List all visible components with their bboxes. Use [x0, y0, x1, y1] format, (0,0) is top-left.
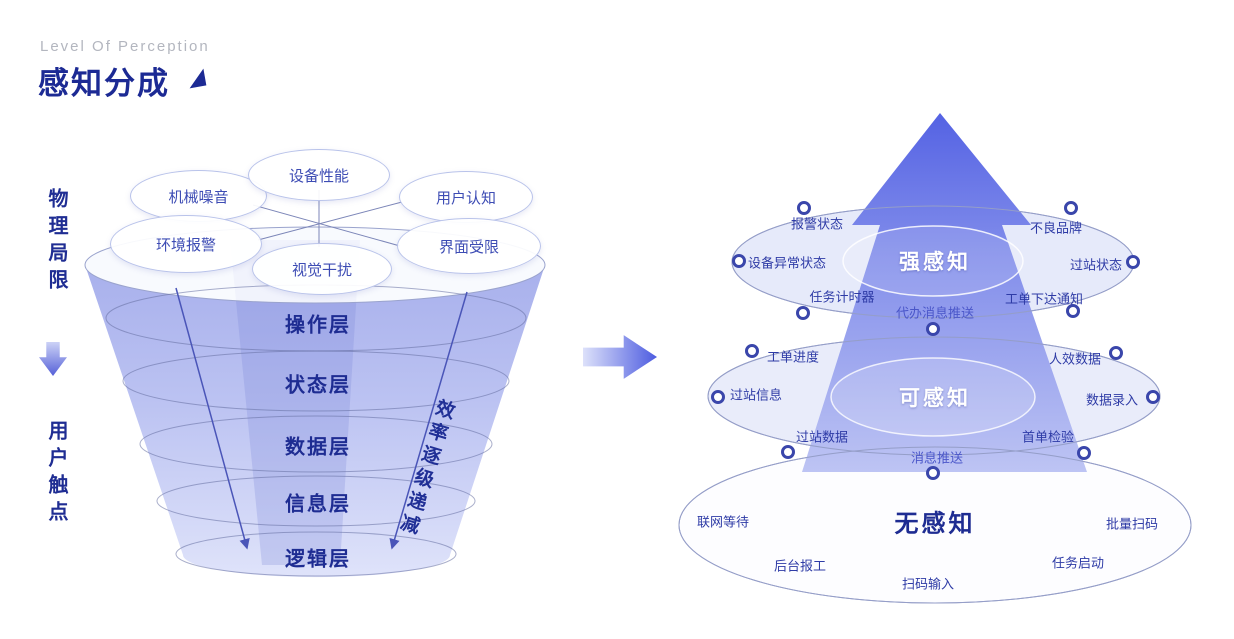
- node-dot-icon: [745, 344, 759, 358]
- plate-outline: [707, 336, 1161, 456]
- perception-item: 过站状态: [1069, 257, 1123, 273]
- node-dot-icon: [926, 466, 940, 480]
- bubble-connector: [252, 204, 401, 247]
- bubble-label: 用户认知: [435, 189, 496, 207]
- up-arrow-icon: [802, 113, 1087, 472]
- bubble-label: 环境报警: [155, 236, 216, 254]
- perception-item: 工单下达通知: [1004, 291, 1084, 307]
- funnel-rim: [175, 531, 457, 577]
- node-dot-icon: [796, 306, 810, 320]
- funnel-flow-arrow-icon: [389, 291, 468, 550]
- perception-item: 批量扫码: [1105, 516, 1159, 532]
- factor-bubble: 用户认知: [399, 171, 533, 223]
- node-dot-icon: [797, 201, 811, 215]
- bubble-connector: [257, 201, 403, 241]
- factor-bubble: 机械噪音: [130, 170, 267, 222]
- bubble-label: 机械噪音: [168, 188, 229, 206]
- node-dot-icon: [711, 390, 725, 404]
- perception-item: 设备异常状态: [747, 255, 827, 271]
- node-dot-icon: [1109, 346, 1123, 360]
- funnel-layer-label: 信息层: [285, 493, 351, 516]
- factor-bubble: 视觉干扰: [252, 243, 392, 295]
- funnel-flow-arrow-icon: [175, 287, 250, 550]
- perception-item: 首单检验: [1021, 429, 1075, 445]
- left-axis-label-bottom: 用户触点: [45, 420, 67, 528]
- plate-outline: [678, 446, 1192, 604]
- perception-item: 过站信息: [729, 387, 783, 403]
- funnel-layer-label: 状态层: [285, 374, 351, 397]
- factor-bubble: 环境报警: [110, 215, 262, 273]
- left-axis-label-top: 物理局限: [45, 188, 67, 296]
- perception-item: 扫码输入: [901, 576, 955, 592]
- factor-bubble: 界面受限: [397, 218, 541, 274]
- node-dot-icon: [732, 254, 746, 268]
- level-label-none: 无感知: [894, 510, 976, 538]
- node-dot-icon: [781, 445, 795, 459]
- node-dot-icon: [1077, 446, 1091, 460]
- perception-pyramid-diagram: [678, 113, 1192, 604]
- inner-ring: [830, 357, 1036, 437]
- perception-item: 数据录入: [1085, 392, 1139, 408]
- page-title: 感知分成: [38, 66, 170, 101]
- node-dot-icon: [1126, 255, 1140, 269]
- perception-item: 代办消息推送: [895, 305, 975, 321]
- perception-item: 过站数据: [795, 429, 849, 445]
- bubble-label: 设备性能: [288, 167, 349, 185]
- page-subtitle: Level Of Perception: [40, 38, 210, 55]
- funnel-rim: [122, 350, 510, 412]
- funnel-rim: [139, 415, 493, 473]
- funnel-layer-label: 逻辑层: [285, 548, 351, 571]
- factor-bubble: 设备性能: [248, 149, 390, 201]
- funnel-layer-label: 数据层: [285, 436, 351, 459]
- bubble-label: 界面受限: [438, 238, 499, 256]
- perception-item: 任务启动: [1051, 555, 1105, 571]
- perception-item: 任务计时器: [809, 289, 875, 305]
- funnel-body: [85, 265, 545, 578]
- node-dot-icon: [1066, 304, 1080, 318]
- inner-ring: [842, 225, 1024, 297]
- level-label-perceivable: 可感知: [899, 387, 971, 410]
- funnel-diagram: [84, 190, 546, 578]
- perception-item: 不良品牌: [1029, 220, 1083, 236]
- perception-item: 后台报工: [773, 558, 827, 574]
- funnel-rim: [156, 475, 476, 527]
- perception-item: 工单进度: [766, 349, 820, 365]
- bubble-label: 视觉干扰: [291, 261, 352, 279]
- node-dot-icon: [926, 322, 940, 336]
- node-dot-icon: [1146, 390, 1160, 404]
- perception-item: 消息推送: [910, 450, 964, 466]
- funnel-layer-label: 操作层: [285, 314, 351, 337]
- funnel-inner-shadow: [230, 240, 360, 565]
- perception-item: 联网等待: [696, 514, 750, 530]
- perception-item: 报警状态: [790, 216, 844, 232]
- level-label-strong: 强感知: [899, 251, 971, 274]
- perception-item: 人效数据: [1048, 351, 1102, 367]
- node-dot-icon: [1064, 201, 1078, 215]
